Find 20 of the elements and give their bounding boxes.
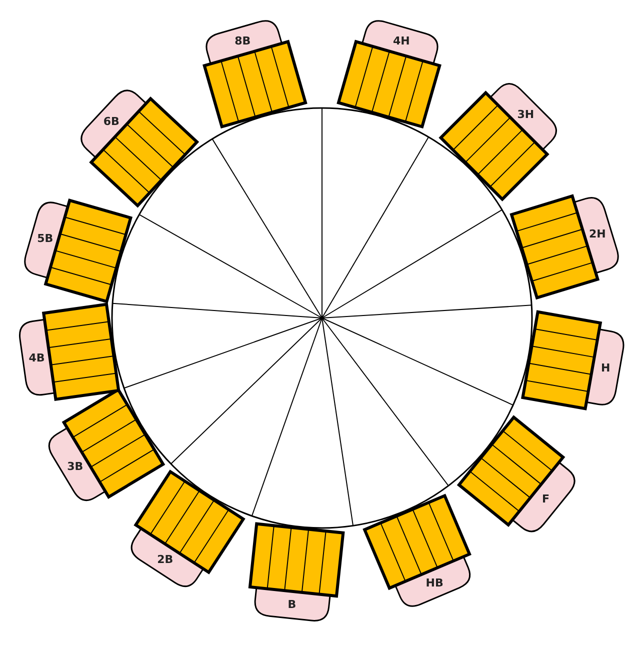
pencil-grade-label: HB: [426, 576, 444, 590]
pencil-grade-label: F: [542, 492, 550, 506]
pencil: [521, 310, 624, 410]
pencil-grade-label: 8B: [234, 34, 251, 48]
pencil-grade-label: 5B: [37, 232, 54, 246]
pencil-grade-label: 3B: [67, 460, 84, 473]
pencil-grade-label: 4B: [28, 352, 45, 365]
pencil-grade-label: 2H: [588, 227, 606, 240]
pencil-grade-label: B: [288, 598, 296, 611]
pencil: [24, 198, 133, 304]
pencil: [248, 522, 345, 622]
pencil-grade-label: H: [601, 362, 610, 374]
pencil: [19, 302, 120, 402]
pencil-grade-label: 6B: [103, 115, 120, 128]
pencil-grade-label: 3H: [517, 108, 534, 121]
pencil: [336, 20, 442, 129]
pencil: [510, 194, 619, 300]
pencil-grade-label: 2B: [157, 553, 174, 566]
pencil-grade-label: 4H: [392, 34, 410, 48]
pencil: [202, 20, 308, 129]
